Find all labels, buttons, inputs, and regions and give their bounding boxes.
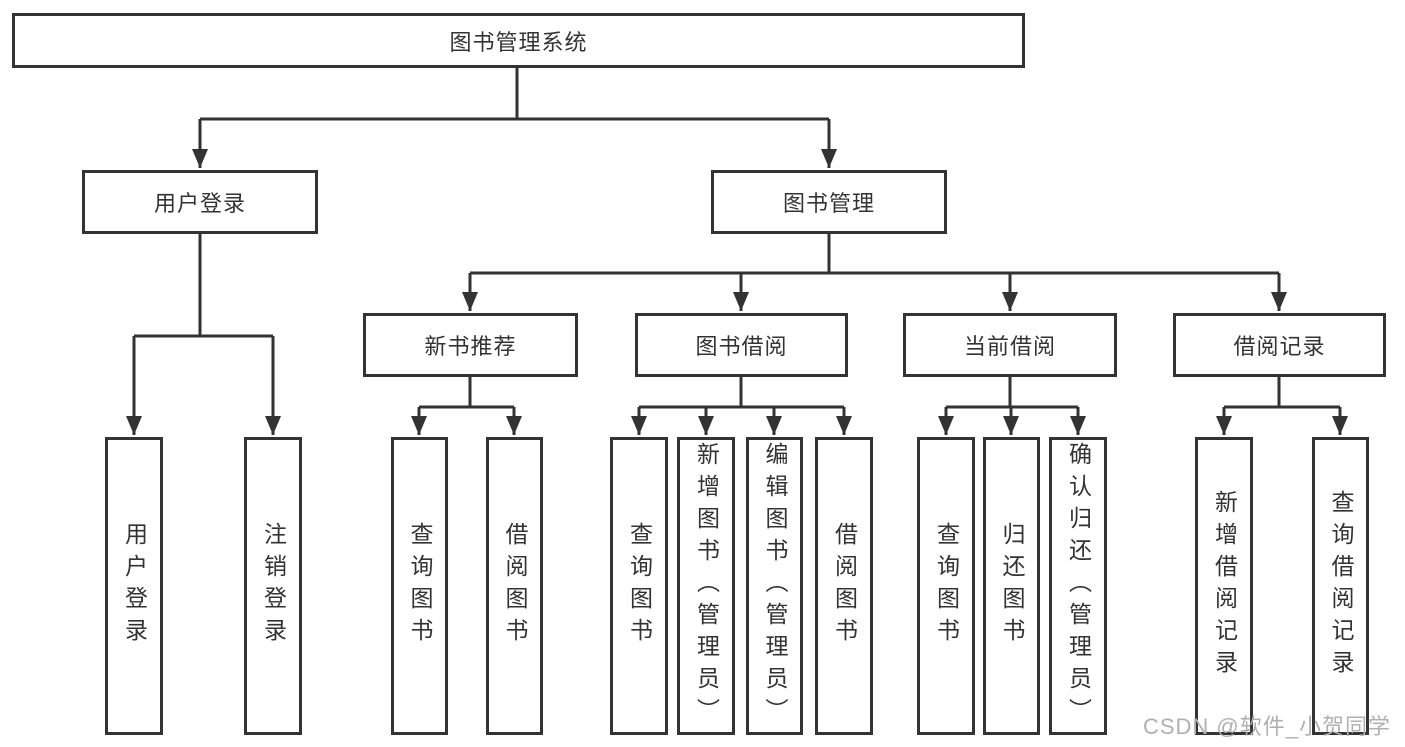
- node-label: 图书借阅: [695, 334, 788, 359]
- node-new-book-recommend: 新书推荐: [363, 313, 578, 377]
- node-label: 确认归还（管理员）: [1065, 442, 1092, 730]
- node-label: 图书管理: [782, 191, 875, 216]
- node-book-borrowing: 图书借阅: [635, 313, 848, 377]
- leaf-logout: 注销登录: [244, 437, 302, 735]
- leaf-query-books-recommend: 查询图书: [391, 437, 448, 735]
- leaf-query-borrow-record: 查询借阅记录: [1312, 437, 1369, 735]
- node-label: 注销登录: [260, 522, 287, 650]
- node-book-management: 图书管理: [711, 170, 947, 234]
- leaf-edit-book-admin: 编辑图书（管理员）: [746, 437, 803, 735]
- leaf-borrow-books: 借阅图书: [815, 437, 873, 735]
- node-label: 用户登录: [153, 191, 246, 216]
- node-label: 查询借阅记录: [1328, 490, 1354, 682]
- leaf-confirm-return-admin: 确认归还（管理员）: [1049, 437, 1107, 735]
- leaf-query-books-borrowing: 查询图书: [610, 437, 668, 735]
- node-borrowing-records: 借阅记录: [1173, 313, 1386, 377]
- node-label: 借阅图书: [502, 522, 528, 650]
- node-root: 图书管理系统: [12, 13, 1025, 68]
- leaf-query-books-current: 查询图书: [917, 437, 975, 735]
- node-user-login: 用户登录: [82, 170, 318, 234]
- node-label: 查询图书: [407, 522, 433, 650]
- node-label: 当前借阅: [963, 334, 1056, 359]
- leaf-borrow-books-recommend: 借阅图书: [486, 437, 543, 735]
- leaf-return-book: 归还图书: [983, 437, 1040, 735]
- node-label: 新增借阅记录: [1211, 490, 1238, 682]
- node-label: 查询图书: [626, 522, 653, 650]
- leaf-user-login: 用户登录: [105, 437, 163, 735]
- leaf-add-borrow-record: 新增借阅记录: [1195, 437, 1253, 735]
- node-label: 编辑图书（管理员）: [762, 442, 788, 730]
- node-label: 借阅图书: [831, 522, 858, 650]
- node-label: 归还图书: [999, 522, 1025, 650]
- watermark: CSDN @软件_小贺同学: [1142, 714, 1391, 739]
- leaf-add-book-admin: 新增图书（管理员）: [677, 437, 735, 735]
- node-label: 用户登录: [121, 522, 148, 650]
- node-label: 查询图书: [933, 522, 960, 650]
- node-label: 图书管理系统: [449, 29, 588, 55]
- node-current-borrowing: 当前借阅: [903, 313, 1117, 377]
- node-label: 新书推荐: [424, 334, 517, 359]
- node-label: 新增图书（管理员）: [693, 442, 720, 730]
- node-label: 借阅记录: [1233, 334, 1326, 359]
